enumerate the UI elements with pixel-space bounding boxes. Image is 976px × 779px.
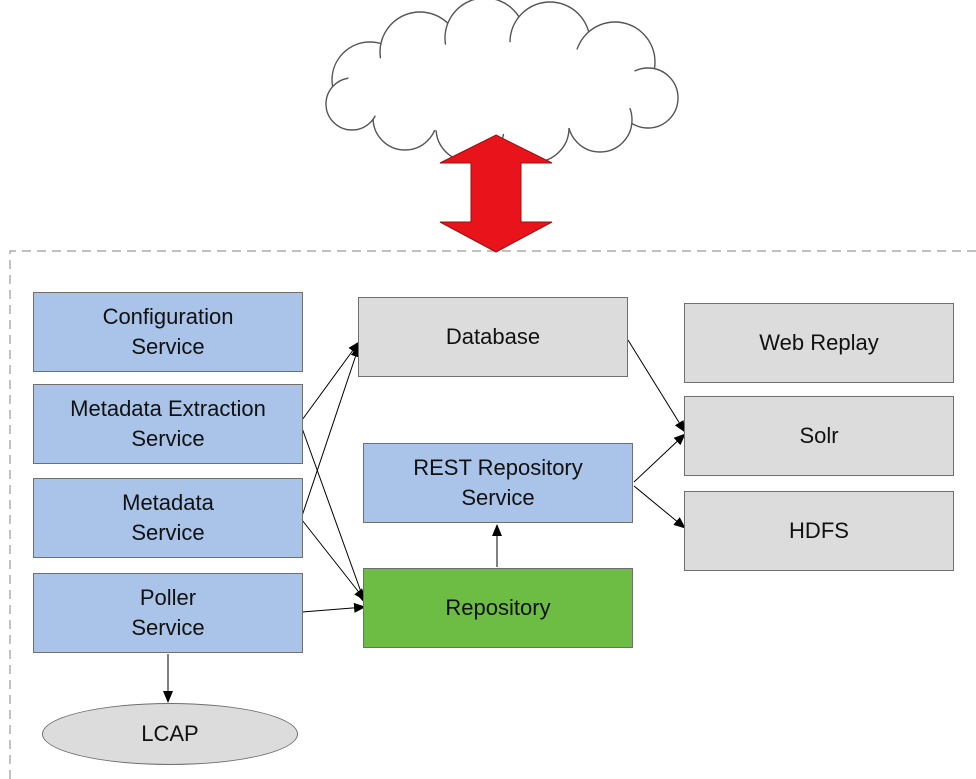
edge-metaextract-repository <box>301 427 366 604</box>
edge-rest-hdfs <box>633 485 686 529</box>
web-replay-box: Web Replay <box>684 303 954 383</box>
edge-metadata-database <box>301 345 361 517</box>
poller-service-box: Poller Service <box>33 573 303 653</box>
metadata-service-box: Metadata Service <box>33 478 303 558</box>
edge-metaextract-database <box>301 341 360 421</box>
cloud-icon <box>325 0 679 163</box>
rest-repository-service-box: REST Repository Service <box>363 443 633 523</box>
repository-box: Repository <box>363 568 633 648</box>
solr-box: Solr <box>684 396 954 476</box>
edge-metadata-repository <box>301 519 366 601</box>
edge-database-solr <box>627 339 686 433</box>
system-boundary <box>9 250 976 779</box>
database-box: Database <box>358 297 628 377</box>
hdfs-box: HDFS <box>684 491 954 571</box>
connectors <box>163 339 686 703</box>
edge-rest-solr <box>633 433 686 483</box>
edge-poller-repository <box>301 602 366 613</box>
metadata-extraction-service-box: Metadata Extraction Service <box>33 384 303 464</box>
configuration-service-box: Configuration Service <box>33 292 303 372</box>
lcap-ellipse: LCAP <box>42 703 298 765</box>
double-arrow-icon <box>439 134 553 253</box>
